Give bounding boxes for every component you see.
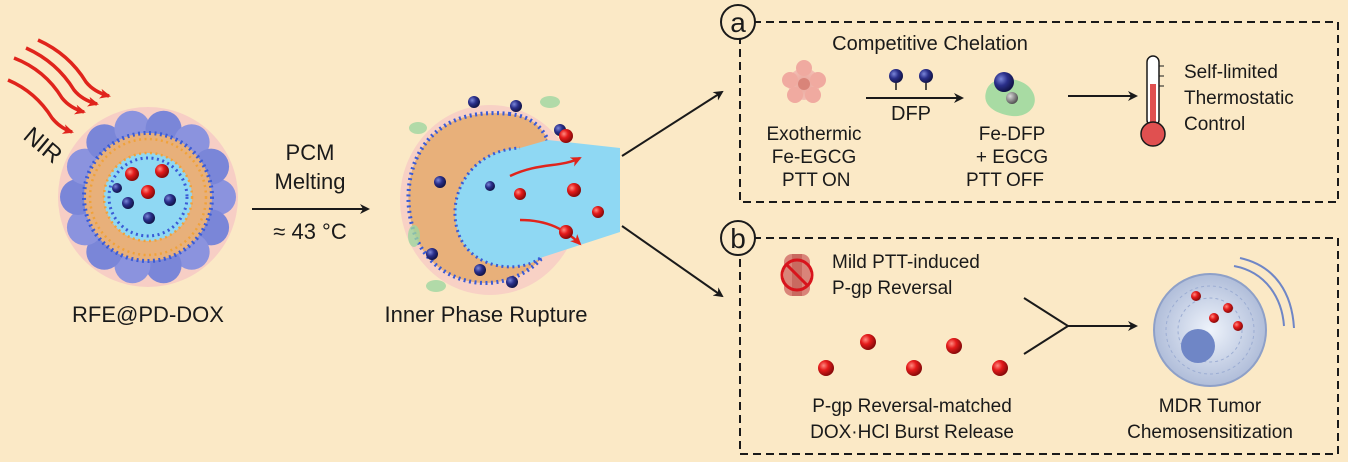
ptt-on-label: PTT	[782, 170, 818, 191]
fe-dfp-line2: + EGCG	[976, 147, 1048, 168]
middle-label: Inner Phase Rupture	[384, 302, 587, 327]
step-line2: Melting	[275, 169, 346, 194]
nir-label: NIR	[18, 122, 67, 169]
result-a-line3: Control	[1184, 114, 1245, 135]
panel-b-badge	[720, 220, 756, 256]
nir-arrows	[7, 38, 111, 134]
dfp-molecules-icon	[889, 69, 933, 90]
release-line2: DOX·HCl Burst Release	[810, 422, 1014, 443]
fe-egcg-line2: Fe-EGCG	[772, 147, 856, 168]
fe-dfp-line1: Fe-DFP	[979, 124, 1046, 145]
dfp-label: DFP	[891, 103, 931, 125]
merge-lines	[1023, 297, 1070, 355]
nanoparticle	[58, 107, 238, 287]
step-line1: PCM	[286, 140, 335, 165]
panel-b-letter: b	[730, 223, 746, 254]
branch-arrow-a	[621, 90, 724, 157]
panel-a-title: Competitive Chelation	[832, 33, 1028, 55]
ruptured-particle	[400, 96, 620, 295]
fe-dfp-icon	[985, 72, 1035, 117]
ptt-off-label: PTT	[966, 170, 1002, 191]
fe-egcg-icon	[782, 60, 826, 103]
particle-label: RFE@PD-DOX	[72, 302, 224, 327]
result-b-line2: Chemosensitization	[1127, 422, 1293, 443]
release-line1: P-gp Reversal-matched	[812, 396, 1012, 417]
pgp-blocked-icon	[780, 254, 814, 296]
dox-molecules	[818, 334, 1008, 376]
pgp-line1: Mild PTT-induced	[832, 252, 980, 273]
result-a-line1: Self-limited	[1184, 62, 1278, 83]
ptt-off-state: OFF	[1006, 170, 1044, 191]
pgp-line2: P-gp Reversal	[832, 278, 952, 299]
panel-a-letter: a	[730, 7, 746, 38]
result-a-line2: Thermostatic	[1184, 88, 1294, 109]
panel-b-box	[739, 237, 1339, 455]
branch-arrow-b	[621, 225, 724, 298]
panel-a-box	[739, 21, 1339, 203]
panel-a-badge	[720, 4, 756, 40]
result-b-line1: MDR Tumor	[1159, 396, 1262, 417]
ptt-on-state: ON	[822, 170, 851, 191]
fe-egcg-line1: Exothermic	[766, 124, 861, 145]
tumor-cell-icon	[1153, 257, 1295, 387]
thermometer-icon	[1140, 55, 1166, 147]
step-line3: ≈ 43 °C	[273, 219, 347, 244]
